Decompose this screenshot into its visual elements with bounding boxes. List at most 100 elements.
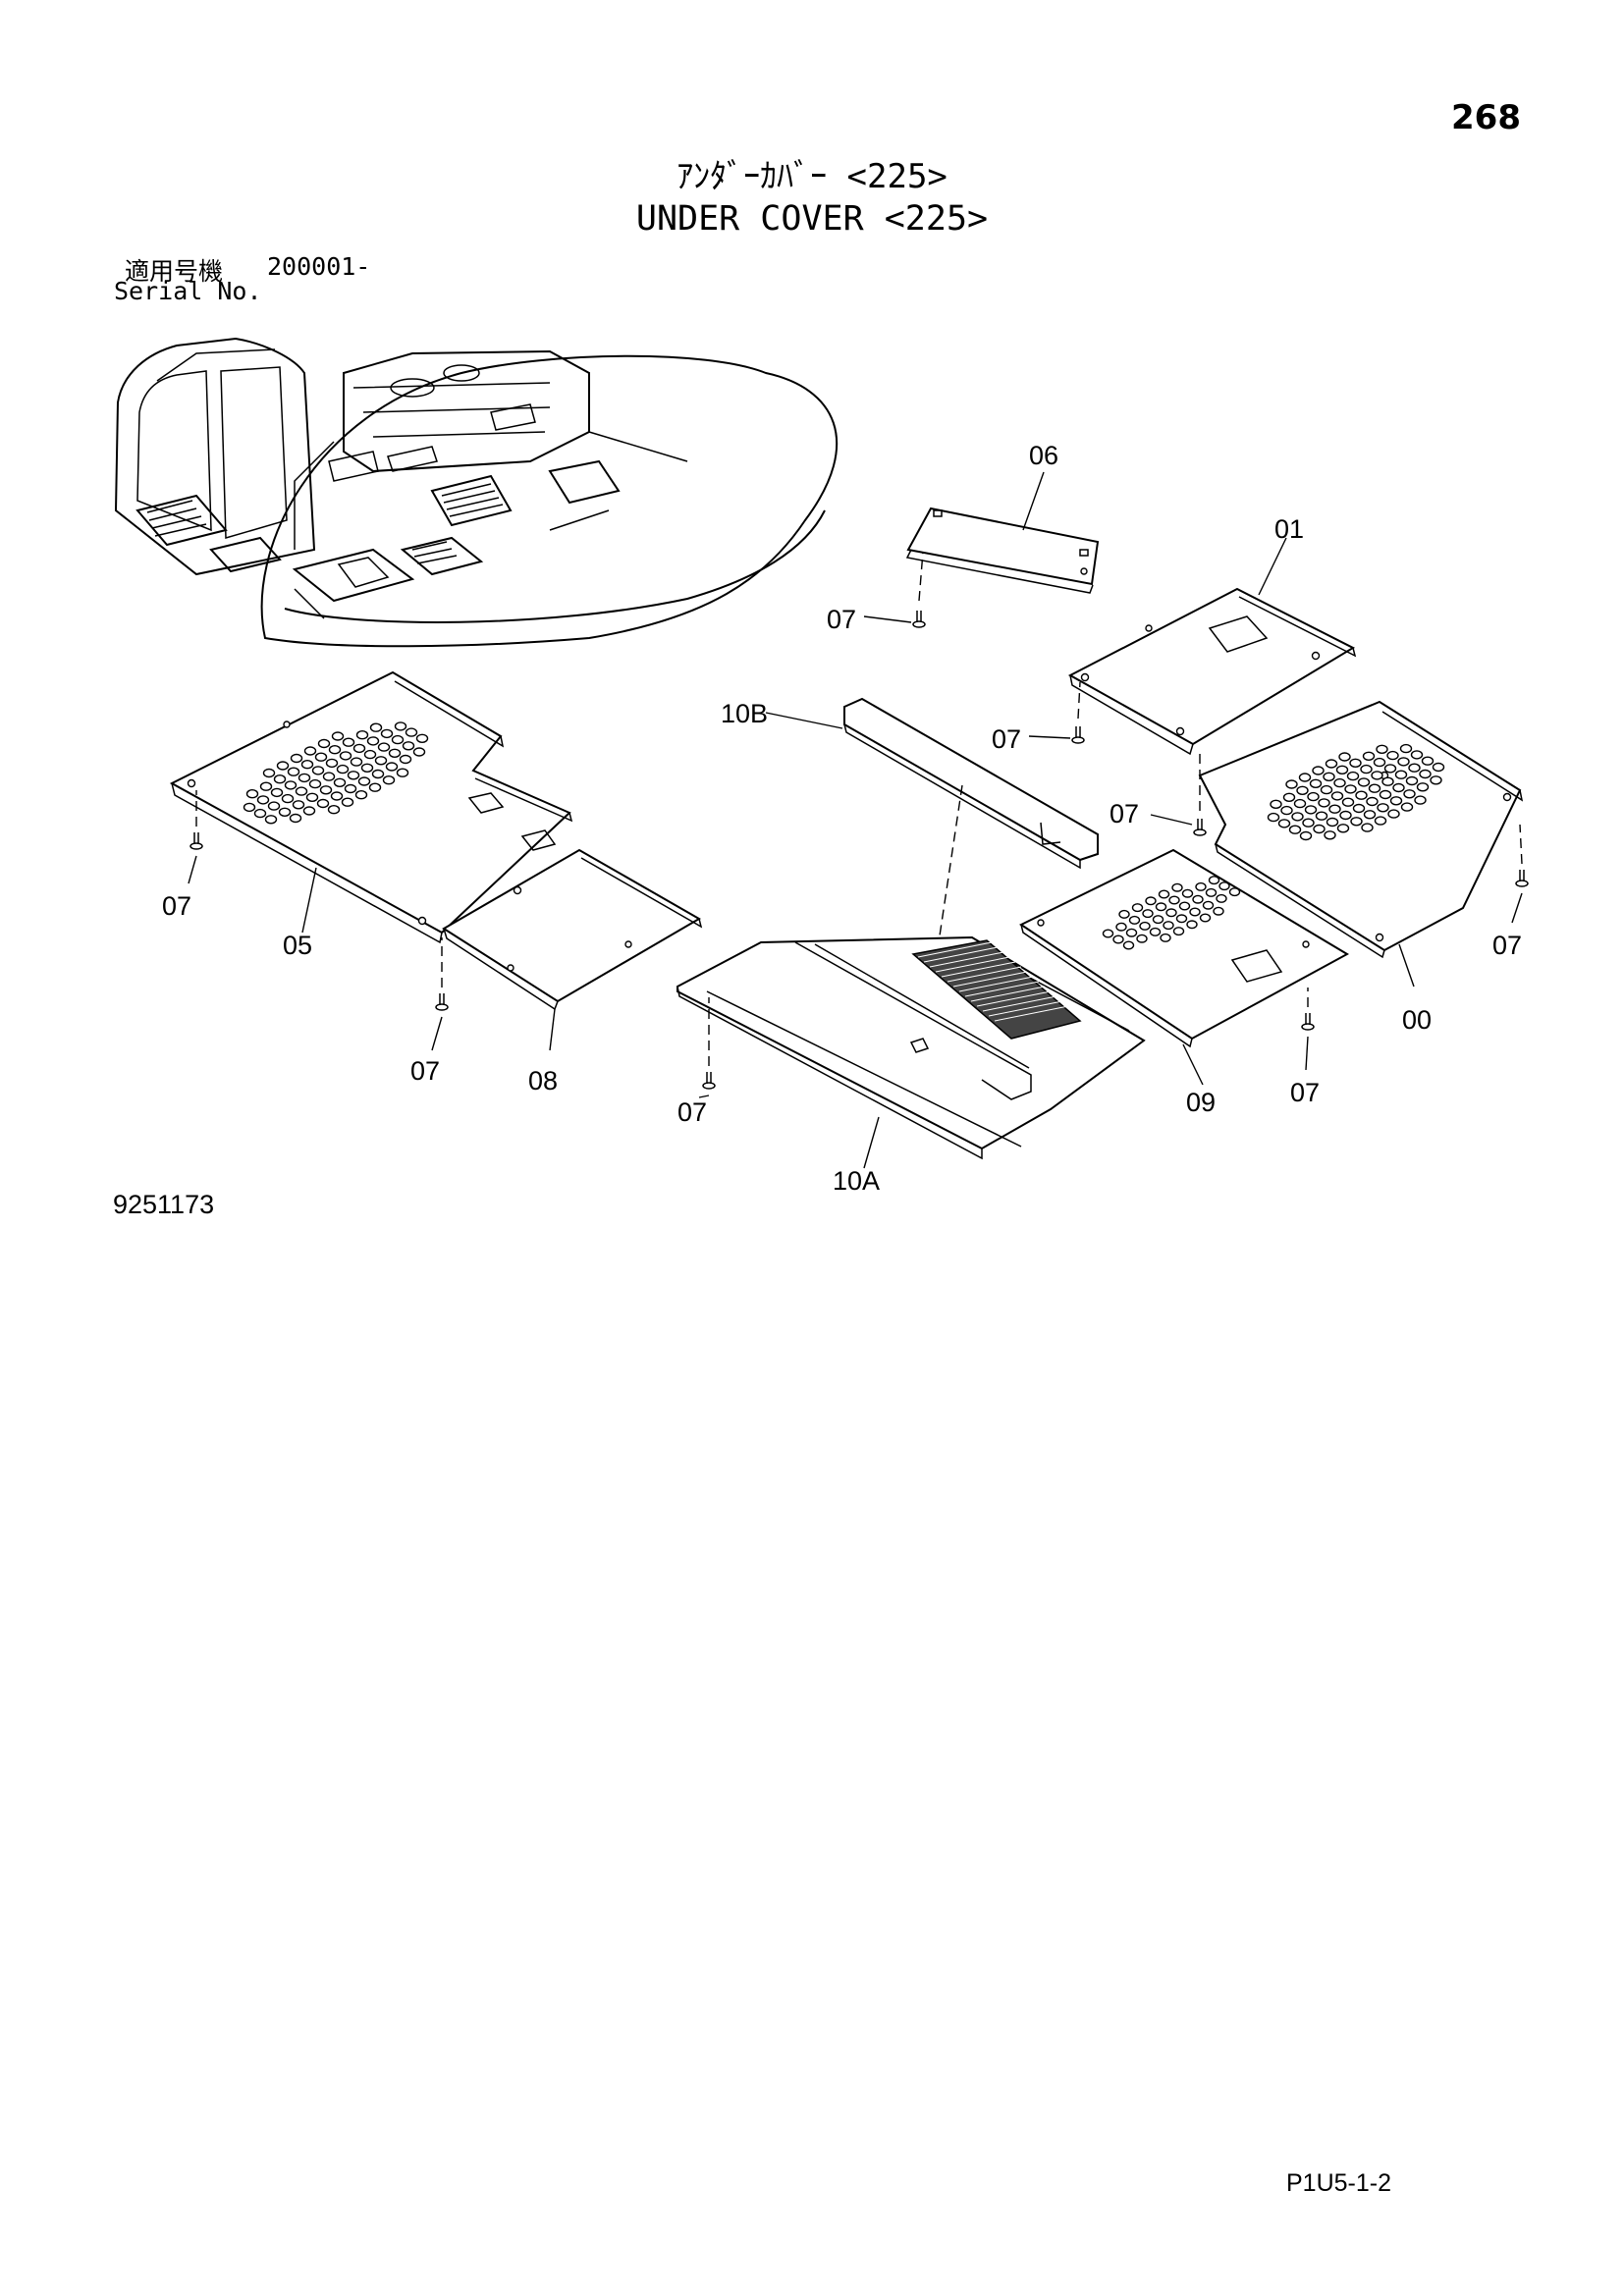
vent-hole (1199, 913, 1212, 923)
bolt-07 (1515, 870, 1529, 887)
vent-hole (1430, 775, 1442, 785)
vent-hole (1374, 816, 1387, 826)
mesh-line (947, 966, 1022, 983)
vent-hole (1192, 894, 1204, 904)
callout-01: 01 (1274, 514, 1304, 544)
vent-hole (267, 801, 281, 811)
vent-hole (1355, 790, 1368, 800)
vent-hole (1175, 914, 1188, 924)
vent-hole (1330, 791, 1344, 801)
mesh-line (976, 990, 1052, 1007)
vent-hole (256, 795, 270, 805)
page-title-english: UNDER COVER <225> (635, 199, 989, 239)
vent-hole (1136, 934, 1148, 943)
part-10a-mesh (917, 941, 1069, 1022)
bolt-07 (1193, 819, 1207, 836)
vent-hole (1168, 895, 1180, 905)
mesh-line (941, 961, 1016, 978)
vent-hole (1400, 802, 1414, 812)
vent-hole (1373, 757, 1386, 768)
page-code: P1U5-1-2 (1286, 2169, 1391, 2197)
vent-hole (1216, 893, 1227, 903)
vent-hole (298, 773, 311, 783)
part-09-vent-holes (1102, 876, 1241, 950)
vent-hole (1403, 789, 1416, 799)
part-05-vent-holes (243, 721, 429, 825)
mesh-line (964, 981, 1040, 997)
vent-hole (243, 802, 256, 813)
vent-hole (1366, 796, 1379, 807)
callout-06: 06 (1029, 441, 1058, 470)
mesh-line (923, 946, 999, 963)
vent-hole (1267, 812, 1280, 823)
vent-hole (1397, 757, 1410, 767)
vent-hole (350, 757, 363, 767)
vent-hole (1324, 830, 1336, 840)
bolt-07 (1301, 1013, 1315, 1031)
vent-hole (412, 747, 426, 757)
vent-hole (1338, 752, 1351, 762)
callout-05: 05 (283, 931, 312, 960)
mesh-line (988, 1000, 1063, 1017)
vent-hole (1333, 777, 1346, 788)
vent-hole (1416, 782, 1430, 792)
vent-hole (295, 786, 308, 796)
vent-hole (322, 772, 336, 781)
bolt-07 (702, 1072, 716, 1090)
vent-hole (1352, 803, 1366, 814)
vent-hole (399, 754, 412, 765)
vent-hole (402, 741, 415, 751)
page-title-japanese: ｱﾝﾀﾞｰｶﾊﾞｰ <225> (677, 157, 947, 196)
vent-hole (396, 768, 409, 777)
mesh-line (982, 995, 1057, 1012)
vent-hole (331, 731, 345, 741)
callout-07: 07 (162, 891, 191, 921)
bolt-07 (189, 832, 203, 850)
vent-hole (1349, 758, 1362, 768)
callout-07: 07 (827, 605, 856, 634)
part-01-cover-plate (1067, 537, 1357, 756)
vent-hole (1178, 901, 1191, 911)
vent-hole (1368, 783, 1381, 793)
vent-hole (339, 751, 352, 761)
vent-hole (1362, 751, 1376, 761)
vent-hole (354, 790, 368, 800)
mesh-line (958, 976, 1034, 992)
vent-hole (1145, 896, 1157, 906)
vent-hole (1389, 796, 1403, 806)
vent-hole (1218, 881, 1230, 891)
vent-hole (1139, 921, 1151, 931)
vent-hole (355, 730, 369, 740)
vent-hole (1394, 770, 1408, 779)
vent-hole (1172, 927, 1185, 936)
vent-hole (308, 778, 322, 789)
vent-hole (1381, 776, 1394, 786)
vent-hole (1277, 819, 1291, 828)
callout-07: 07 (410, 1056, 440, 1086)
vent-hole (253, 808, 267, 819)
vent-hole (1399, 743, 1413, 754)
vent-hole (300, 760, 314, 770)
machine-overview-illustration (114, 337, 839, 648)
vent-hole (314, 752, 328, 762)
vent-hole (1414, 795, 1427, 805)
vent-hole (319, 785, 333, 795)
vent-hole (352, 743, 366, 754)
vent-hole (363, 749, 377, 760)
vent-hole (1335, 765, 1349, 774)
vent-hole (278, 807, 292, 817)
vent-hole (302, 806, 316, 816)
callout-10b: 10B (721, 699, 768, 728)
vent-hole (327, 805, 341, 815)
vent-hole (264, 815, 278, 825)
vent-hole (377, 742, 391, 752)
vent-hole (360, 763, 374, 773)
bolt-07 (435, 993, 449, 1011)
vent-hole (1313, 824, 1326, 834)
vent-hole (1307, 791, 1320, 802)
vent-hole (1213, 906, 1224, 916)
vent-hole (1392, 782, 1405, 793)
vent-hole (303, 746, 317, 756)
vent-hole (1288, 825, 1302, 834)
vent-hole (1186, 920, 1198, 930)
